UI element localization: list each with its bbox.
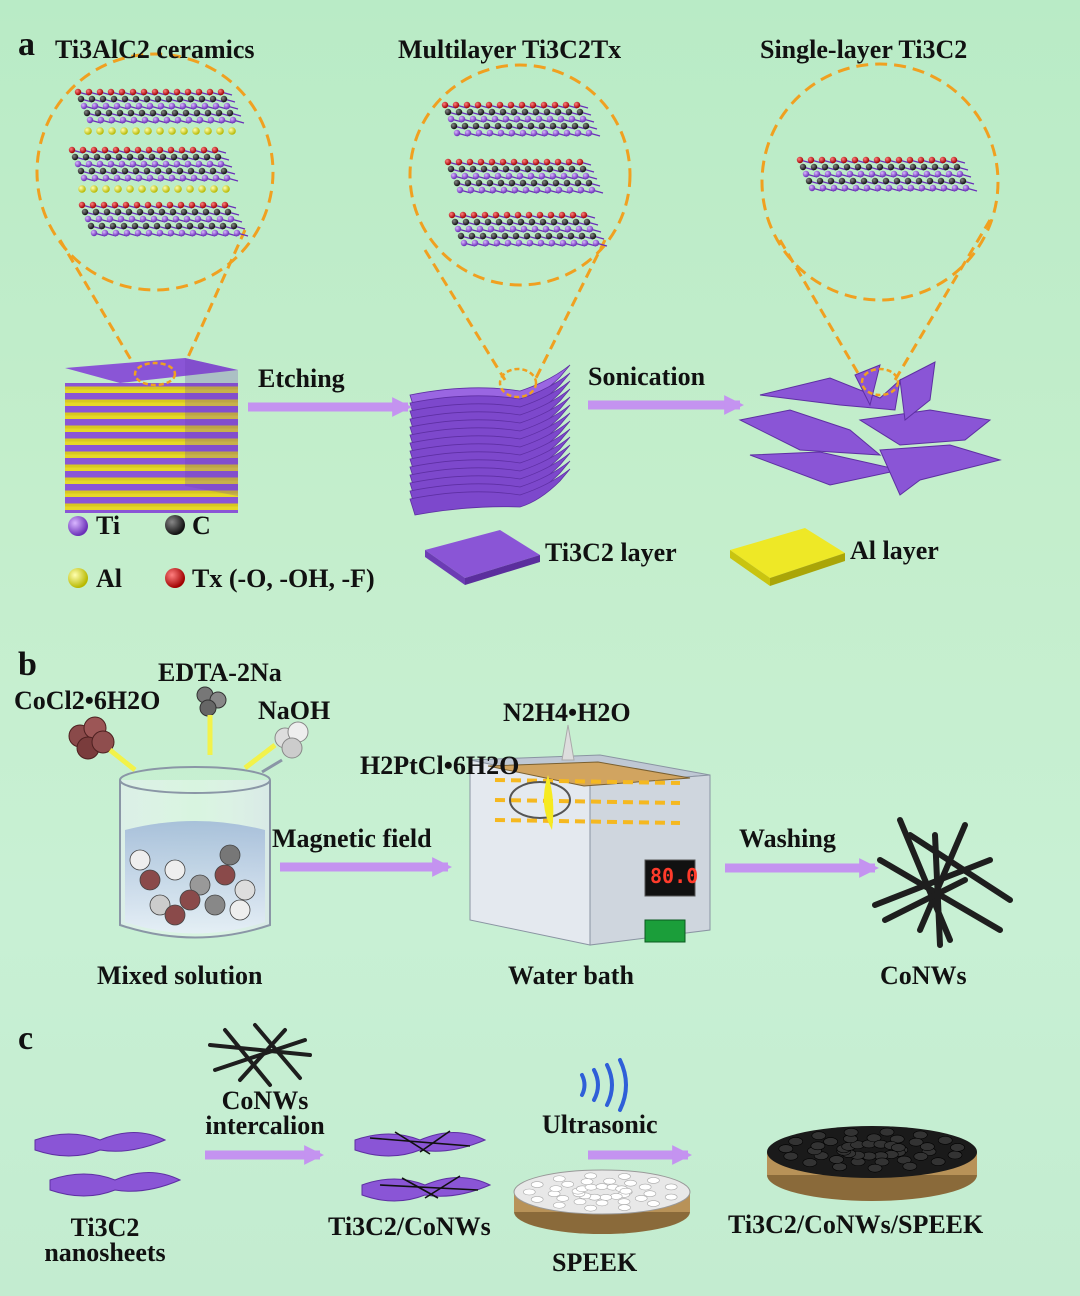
intercalation-label-line2: intercalion [205, 1111, 325, 1140]
mixed-solution-caption: Mixed solution [97, 961, 263, 990]
reagent-h2ptcl-label: H2PtCl•6H2O [360, 751, 520, 780]
reagent-n2h4-label: N2H4•H2O [503, 698, 631, 727]
final-composite-disc [767, 1126, 977, 1201]
tx-atom-icon [165, 568, 185, 588]
panel-b-letter: b [18, 646, 37, 683]
legend-tx-label: Tx (-O, -OH, -F) [192, 564, 375, 593]
water-bath-temperature-display: 80.0 [650, 864, 699, 888]
c-atom-icon [165, 515, 185, 535]
zoom-circle-2 [408, 63, 632, 287]
ti-atom-icon [68, 516, 88, 536]
zoom-circle-1 [35, 52, 275, 292]
etching-label: Etching [258, 364, 345, 393]
stage3-title: Single-layer Ti3C2 [760, 35, 968, 64]
legend-ti3c2-layer-label: Ti3C2 layer [545, 538, 677, 567]
legend-c-label: C [192, 511, 211, 540]
ultrasonic-label: Ultrasonic [542, 1110, 658, 1139]
intercalation-label-line1: CoNWs [221, 1086, 309, 1115]
multilayer-crystal-structure [441, 101, 608, 247]
sonication-label: Sonication [588, 362, 706, 391]
reagent-arrows [108, 715, 277, 772]
beaker-mixed-solution [119, 758, 283, 939]
nanosheets-label-line2: nanosheets [44, 1238, 166, 1267]
water-bath-device [469, 724, 711, 946]
reagent-naoh-label: NaOH [258, 696, 331, 725]
legend-al-layer-label: Al layer [850, 536, 939, 565]
zoom-circle-3 [760, 62, 1000, 302]
zoom-lines-a [58, 219, 992, 381]
conws-bundle [872, 817, 1013, 948]
nanosheets-label-line1: Ti3C2 [70, 1213, 140, 1242]
ti3alc2-block [65, 358, 238, 513]
single-layer-flakes [738, 361, 1002, 496]
water-bath-caption: Water bath [508, 961, 634, 990]
single-layer-crystal-structure [796, 156, 978, 192]
ti3alc2-crystal-structure [68, 88, 249, 237]
multilayer-ti3c2-stack [409, 364, 571, 516]
ti3c2-layer-swatch [425, 530, 540, 585]
reagent-edta-label: EDTA-2Na [158, 658, 282, 687]
ti3c2-conws-label: Ti3C2/CoNWs [328, 1212, 491, 1241]
stage1-title: Ti3AlC2 ceramics [55, 35, 255, 64]
conws-caption: CoNWs [880, 961, 967, 990]
cocl2-particles-icon [68, 716, 115, 760]
al-atom-icon [68, 568, 88, 588]
conws-small-bundle [208, 1023, 312, 1087]
ultrasonic-wave-icon [580, 1058, 628, 1112]
naoh-particles-icon [274, 721, 309, 759]
panel-c-letter: c [18, 1020, 34, 1057]
reagent-cocl2-label: CoCl2•6H2O [14, 686, 161, 715]
stage2-title: Multilayer Ti3C2Tx [398, 35, 622, 64]
legend-al-label: Al [96, 564, 122, 593]
al-layer-swatch [730, 528, 845, 586]
speek-membrane-disc [513, 1169, 691, 1234]
ti3c2-nanosheets [34, 1132, 182, 1197]
legend-ti-label: Ti [96, 511, 121, 540]
speek-label: SPEEK [552, 1248, 638, 1277]
panel-a-letter: a [18, 26, 35, 63]
ti3c2-conws-composite [354, 1130, 492, 1202]
magnetic-field-label: Magnetic field [272, 824, 432, 853]
edta-particles-icon [196, 686, 227, 717]
washing-label: Washing [739, 824, 836, 853]
final-composite-label: Ti3C2/CoNWs/SPEEK [728, 1210, 984, 1239]
